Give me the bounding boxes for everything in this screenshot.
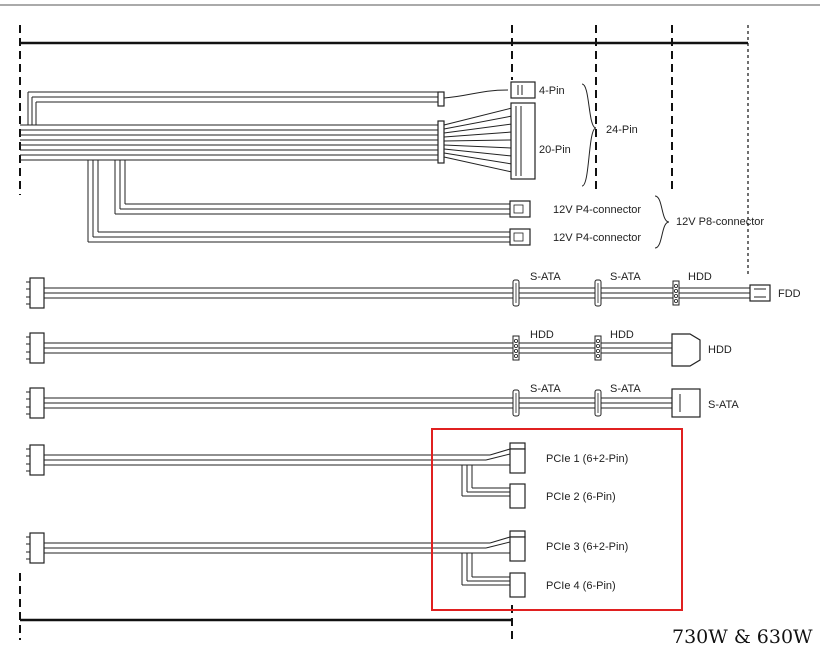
pcie-highlight-box xyxy=(431,428,683,611)
label-24-pin: 24-Pin xyxy=(606,124,638,136)
row1-label-2: S-ATA xyxy=(610,271,641,283)
row1-label-3: HDD xyxy=(688,271,712,283)
pcie-cable-b xyxy=(25,530,526,598)
label-4-pin: 4-Pin xyxy=(539,85,565,97)
label-sata-end: S-ATA xyxy=(708,399,739,411)
cable-row-1 xyxy=(25,277,771,309)
label-p4-connector-a: 12V P4-connector xyxy=(553,204,641,216)
model-caption: 730W & 630W xyxy=(672,626,813,648)
label-p4-connector-b: 12V P4-connector xyxy=(553,232,641,244)
cable-row-3 xyxy=(25,387,701,419)
label-20-pin: 20-Pin xyxy=(539,144,571,156)
row3-label-2: S-ATA xyxy=(610,383,641,395)
length-ruler-bottom xyxy=(19,573,513,640)
row2-label-1: HDD xyxy=(530,329,554,341)
pcie-cable-a xyxy=(25,442,526,509)
atx-cable-bundle xyxy=(20,81,670,249)
cable-row-2 xyxy=(25,332,701,367)
label-fdd: FDD xyxy=(778,288,801,300)
length-ruler-top xyxy=(19,25,749,275)
label-pcie-4: PCIe 4 (6-Pin) xyxy=(546,580,616,592)
row1-label-1: S-ATA xyxy=(530,271,561,283)
label-hdd-end: HDD xyxy=(708,344,732,356)
row3-label-1: S-ATA xyxy=(530,383,561,395)
label-p8-connector: 12V P8-connector xyxy=(676,216,764,228)
row2-label-2: HDD xyxy=(610,329,634,341)
label-pcie-3: PCIe 3 (6+2-Pin) xyxy=(546,541,628,553)
label-pcie-1: PCIe 1 (6+2-Pin) xyxy=(546,453,628,465)
label-pcie-2: PCIe 2 (6-Pin) xyxy=(546,491,616,503)
